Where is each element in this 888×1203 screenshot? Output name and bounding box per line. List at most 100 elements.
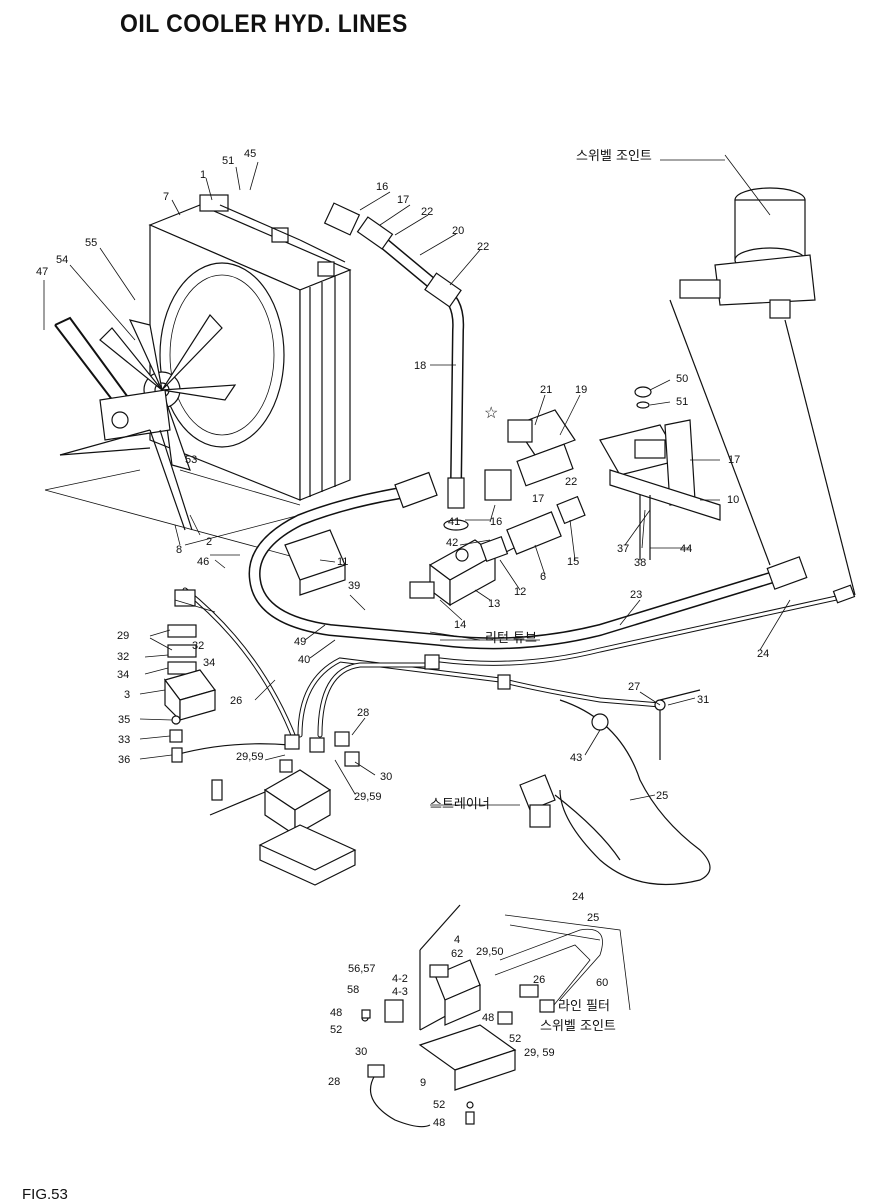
part-label: 29,59 — [236, 751, 264, 763]
bracket-11 — [284, 529, 346, 596]
swivel-joint-label: 스위벨 조인트 — [576, 149, 652, 164]
part-label: 3 — [124, 689, 130, 701]
part-label: 22 — [477, 241, 489, 253]
part-label: 12 — [514, 586, 526, 598]
part-label: 29, 59 — [524, 1047, 555, 1059]
tubes-to-manifold — [174, 587, 711, 886]
part-label: 28 — [357, 707, 369, 719]
fitting-group-19-21 — [484, 386, 721, 560]
part-label: 35 — [118, 714, 130, 726]
page-title: OIL COOLER HYD. LINES — [120, 10, 408, 38]
strainer-label: 스트레이너 — [430, 797, 490, 812]
leader-lines — [43, 154, 791, 806]
part-label: 18 — [414, 360, 426, 372]
part-label: 4 — [454, 934, 460, 946]
part-label: 34 — [117, 669, 129, 681]
part-label: 27 — [628, 681, 640, 693]
part-label: 29,50 — [476, 946, 504, 958]
part-label: 17 — [532, 493, 544, 505]
part-label: 9 — [420, 1077, 426, 1089]
line-filter-label: 라인 필터 — [558, 999, 610, 1014]
part-label: 17 — [397, 194, 409, 206]
part-label: 17 — [728, 454, 740, 466]
part-label: 53 — [185, 454, 197, 466]
part-label: 50 — [676, 373, 688, 385]
part-label: 49 — [294, 636, 306, 648]
part-label: 19 — [575, 384, 587, 396]
part-label: 2 — [206, 536, 212, 548]
part-label: 48 — [482, 1012, 494, 1024]
part-label: 16 — [490, 516, 502, 528]
part-label: 15 — [567, 556, 579, 568]
swivel-joint — [669, 187, 856, 596]
part-label: 13 — [488, 598, 500, 610]
swivel-joint-label-bottom: 스위벨 조인트 — [540, 1019, 616, 1034]
strainer — [519, 774, 621, 861]
part-label: 11 — [337, 556, 348, 568]
part-label: 25 — [656, 790, 668, 802]
part-label: 44 — [680, 543, 692, 555]
part-label: 36 — [118, 754, 130, 766]
manifold-block — [209, 731, 360, 886]
part-label: 32 — [192, 640, 204, 652]
part-label: 51 — [222, 155, 234, 167]
part-label: 40 — [298, 654, 310, 666]
part-label: 30 — [380, 771, 392, 783]
part-label: 4-2 — [392, 973, 408, 985]
part-label: 38 — [634, 557, 646, 569]
part-label: 28 — [328, 1076, 340, 1088]
part-label: 33 — [118, 734, 130, 746]
part-label: 26 — [533, 974, 545, 986]
part-label: 22 — [565, 476, 577, 488]
part-label: 31 — [697, 694, 709, 706]
part-label: 55 — [85, 237, 97, 249]
part-label: 1 — [200, 169, 206, 181]
figure-label: FIG.53 — [22, 1186, 68, 1203]
part-label: 20 — [452, 225, 464, 237]
part-label: 25 — [587, 912, 599, 924]
part-label: 58 — [347, 984, 359, 996]
part-label: 32 — [117, 651, 129, 663]
part-label: 4-3 — [392, 986, 408, 998]
part-label: 24 — [757, 648, 769, 660]
part-label: 24 — [572, 891, 584, 903]
part-label: 48 — [433, 1117, 445, 1129]
korean-labels: 스위벨 조인트 리턴 튜브 스트레이너 라인 필터 스위벨 조인트 — [430, 149, 652, 1034]
part-label: 62 — [451, 948, 463, 960]
part-label: 52 — [509, 1033, 521, 1045]
part-label: 39 — [348, 580, 360, 592]
part-label: 22 — [421, 206, 433, 218]
part-label: 43 — [570, 752, 582, 764]
return-tube-label: 리턴 튜브 — [485, 631, 537, 646]
part-label: 23 — [630, 589, 642, 601]
part-label: 30 — [355, 1046, 367, 1058]
valve-block-13 — [409, 495, 586, 607]
part-label: 34 — [203, 657, 215, 669]
hose-24 — [437, 584, 856, 666]
part-label: 41 — [448, 516, 460, 528]
oil-cooler-radiator — [148, 194, 352, 501]
part-label: 37 — [617, 543, 629, 555]
part-label: 6 — [540, 571, 546, 583]
part-label: 56,57 — [348, 963, 376, 975]
part-label: 8 — [176, 544, 182, 556]
bottom-inset-assembly — [361, 904, 631, 1128]
part-label: 29,59 — [354, 791, 382, 803]
part-label: 42 — [446, 537, 458, 549]
part-label: 7 — [163, 191, 169, 203]
star-marker: ☆ — [484, 405, 498, 422]
part-label: 51 — [676, 396, 688, 408]
return-hose — [248, 471, 808, 650]
part-label: 21 — [540, 384, 552, 396]
fan-assembly — [54, 314, 237, 531]
part-label: 29 — [117, 630, 129, 642]
part-label: 52 — [330, 1024, 342, 1036]
part-label: 47 — [36, 266, 48, 278]
part-label: 46 — [197, 556, 209, 568]
part-label: 54 — [56, 254, 68, 266]
part-label: 45 — [244, 148, 256, 160]
part-label: 16 — [376, 181, 388, 193]
part-label: 10 — [727, 494, 739, 506]
part-label: 26 — [230, 695, 242, 707]
